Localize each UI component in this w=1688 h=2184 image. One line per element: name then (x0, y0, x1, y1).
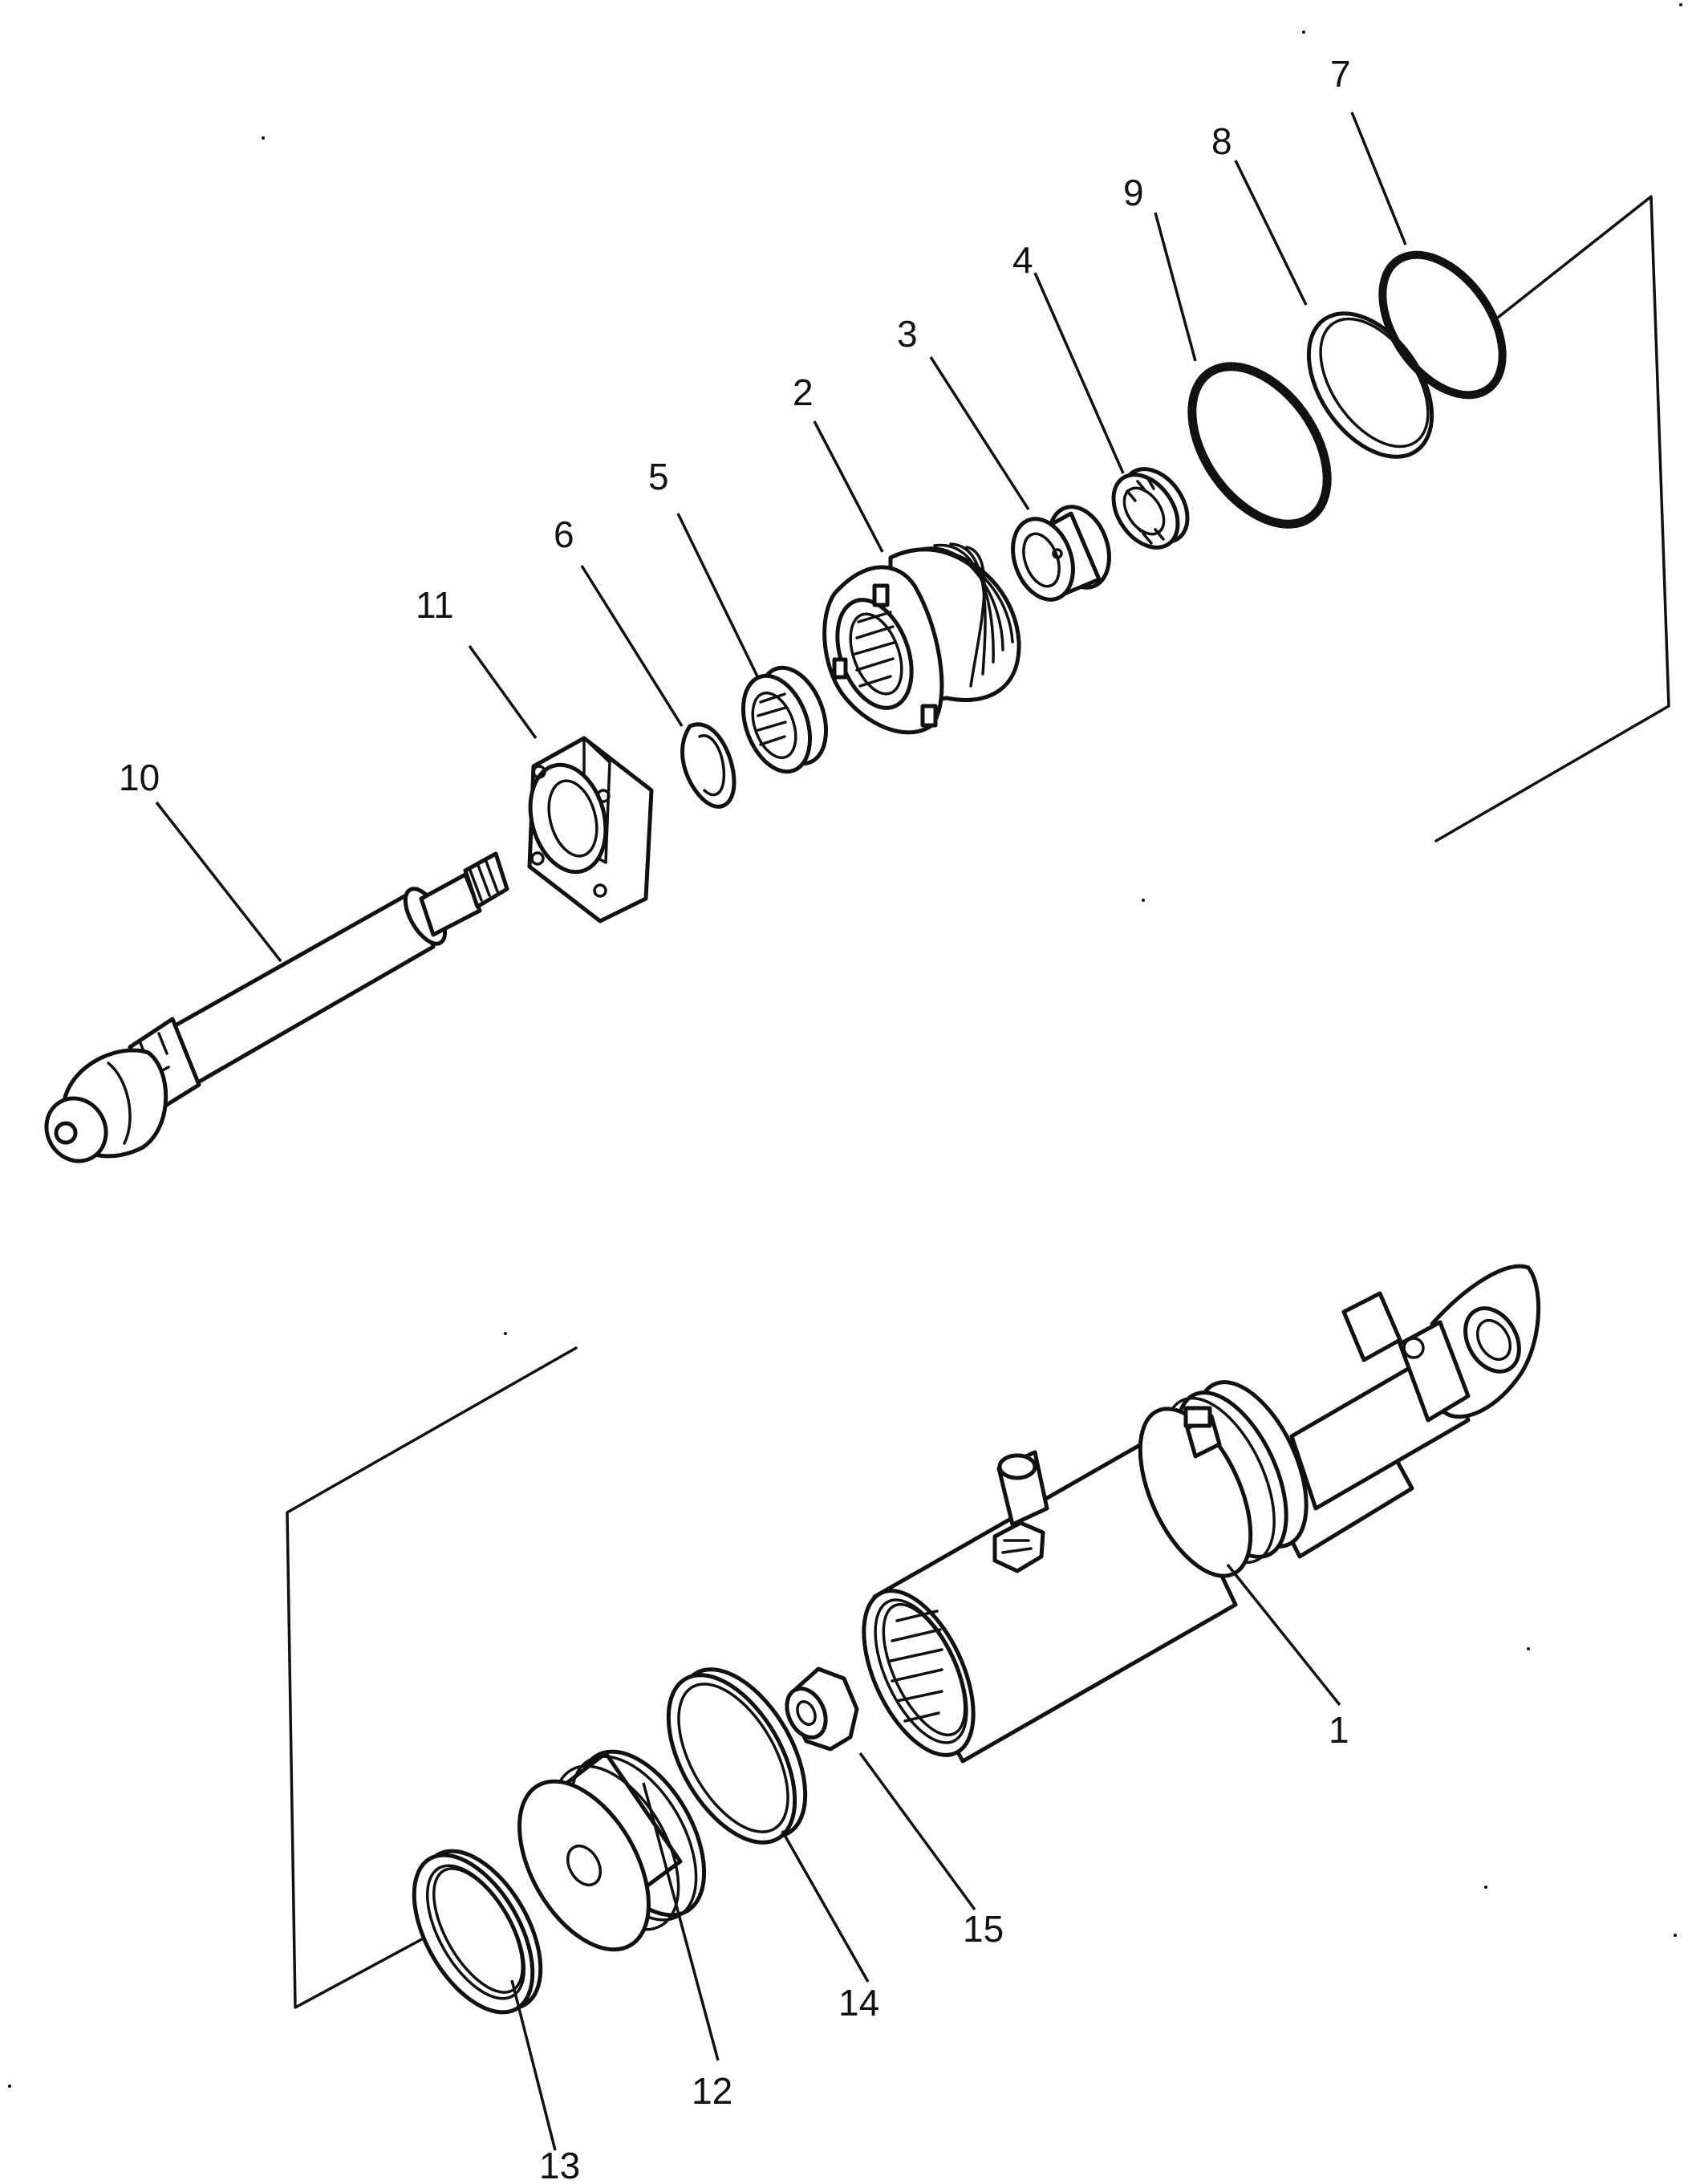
part-12-piston (517, 1749, 707, 1952)
callout-11: 11 (416, 584, 454, 626)
callout-6: 6 (554, 514, 574, 555)
part-10-piston-rod (44, 851, 509, 1163)
callout-4: 4 (1012, 239, 1033, 281)
callout-8: 8 (1211, 120, 1232, 162)
part-9-o-ring (1187, 362, 1332, 529)
part-3-bushing (1011, 505, 1111, 602)
part-15-nut (785, 1666, 859, 1752)
callout-2: 2 (793, 371, 814, 413)
callout-15: 15 (963, 1908, 1004, 1950)
part-6-snap-ring (680, 722, 736, 809)
assembly-bracket-lower (286, 1346, 578, 2009)
part-13-seal (412, 1849, 543, 2015)
callout-14: 14 (838, 1982, 879, 2024)
part-1-cylinder-tube (862, 1264, 1541, 1764)
part-4-nut (1111, 467, 1190, 550)
part-11-flange-plate (527, 736, 654, 924)
callout-10: 10 (119, 757, 160, 798)
callout-7: 7 (1330, 53, 1351, 95)
callout-5: 5 (648, 456, 669, 497)
part-14-wear-ring (666, 1667, 808, 1845)
part-7-o-ring (1378, 250, 1507, 400)
callout-1: 1 (1329, 1709, 1349, 1751)
part-5-bearing (741, 665, 829, 774)
callout-13: 13 (539, 2145, 580, 2184)
part-2-gland-nut (822, 542, 1021, 735)
callout-9: 9 (1123, 172, 1144, 213)
callout-12: 12 (692, 2070, 732, 2112)
callout-3: 3 (897, 313, 918, 355)
assembly-bracket-upper (1434, 195, 1670, 842)
leader-lines (155, 112, 1407, 2151)
scan-specks (8, 3, 1682, 2088)
